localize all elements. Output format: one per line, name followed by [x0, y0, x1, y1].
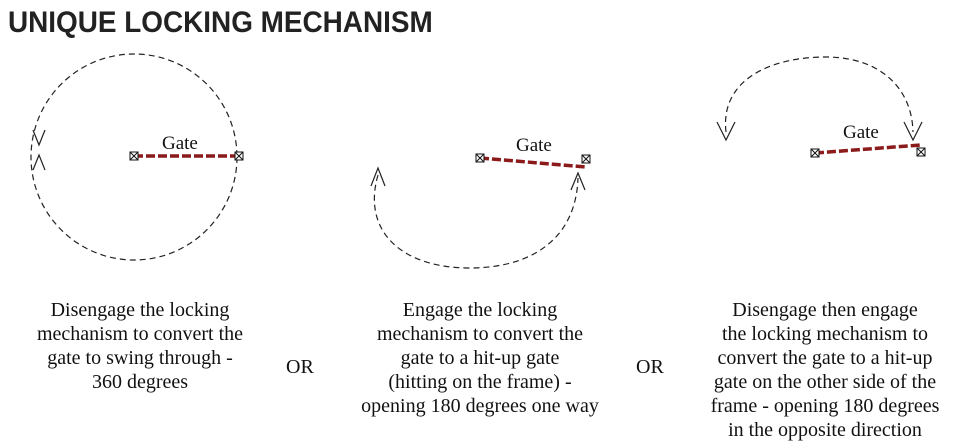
hinge-icon: [810, 148, 820, 158]
gate-label: Gate: [162, 133, 198, 154]
arrowhead-down: [32, 129, 46, 147]
swing-arc: [373, 174, 579, 269]
hinge-icon: [475, 153, 485, 163]
gate-bar: [479, 156, 587, 169]
or-separator: OR: [636, 356, 664, 378]
latch-icon: [234, 151, 244, 161]
arrowhead-up: [370, 166, 386, 187]
gate-bar: [814, 143, 922, 155]
caption-swing-through: Disengage the locking mechanism to conve…: [36, 299, 244, 393]
latch-icon: [916, 147, 926, 157]
page-title: UNIQUE LOCKING MECHANISM: [8, 6, 433, 39]
arrowhead-down: [716, 121, 736, 142]
caption-hit-up-opposite: Disengage then engage the locking mechan…: [710, 299, 940, 441]
gate-label: Gate: [843, 122, 879, 143]
diagram-hit-up: Gate: [370, 135, 591, 269]
or-separator: OR: [286, 356, 314, 378]
swing-arc: [724, 56, 914, 133]
gate-label: Gate: [516, 135, 552, 156]
arrowhead-up: [32, 153, 46, 171]
arrowhead-up: [570, 171, 586, 191]
latch-icon: [581, 154, 591, 164]
hinge-icon: [129, 151, 139, 161]
arrowhead-down: [903, 121, 923, 142]
caption-hit-up: Engage the locking mechanism to convert …: [361, 299, 599, 417]
diagram-hit-up-opposite: Gate: [716, 56, 926, 158]
diagram-swing-through: Gate: [30, 53, 244, 261]
